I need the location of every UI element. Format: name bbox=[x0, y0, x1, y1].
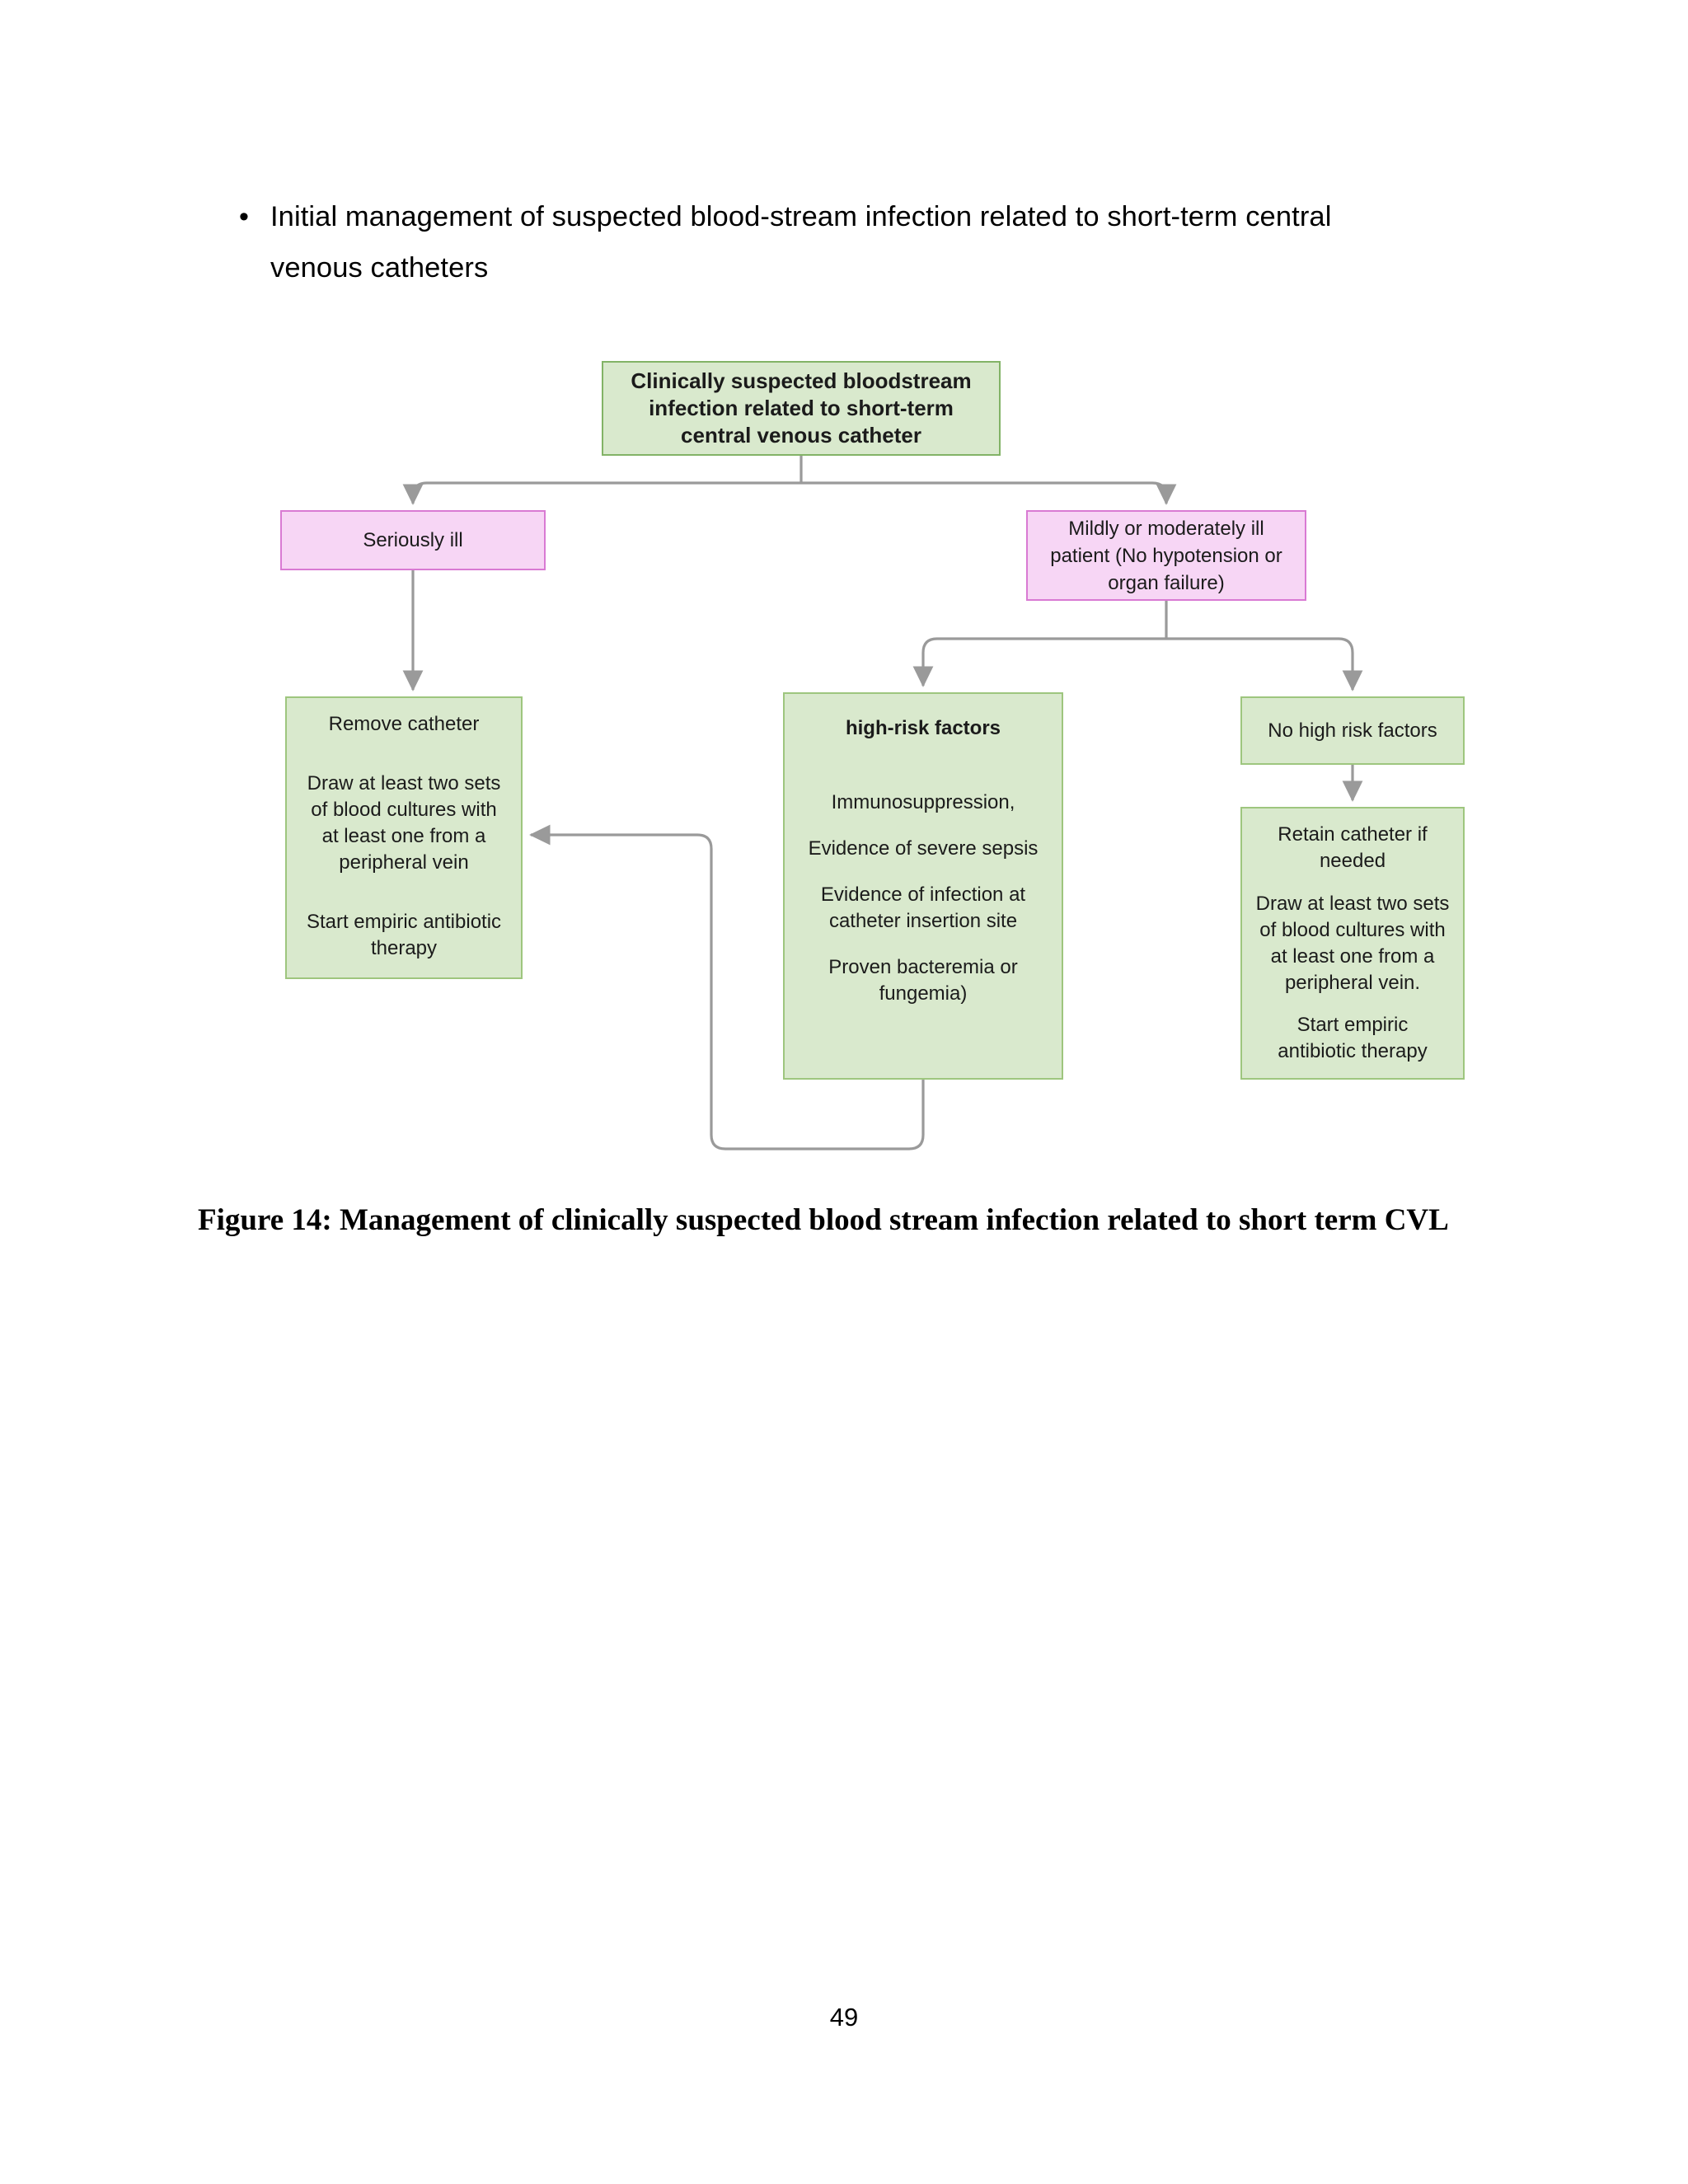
node-line: Mildly or moderately ill bbox=[1068, 517, 1264, 540]
node-line: antibiotic therapy bbox=[1278, 1040, 1428, 1062]
node-no-high-risk-factors[interactable]: No high risk factors bbox=[1240, 696, 1465, 765]
node-line: peripheral vein bbox=[339, 851, 469, 874]
node-line: Seriously ill bbox=[363, 528, 463, 551]
node-line: peripheral vein. bbox=[1284, 971, 1421, 994]
edge-root-to-seriously-ill bbox=[402, 481, 801, 505]
node-line: Proven bacteremia or bbox=[828, 956, 1018, 978]
node-line: organ failure) bbox=[1108, 571, 1225, 594]
node-line: therapy bbox=[370, 937, 438, 959]
node-seriously-ill[interactable]: Seriously ill bbox=[280, 510, 546, 570]
node-line: Start empiric antibiotic bbox=[306, 911, 502, 933]
node-line: Evidence of infection at bbox=[820, 883, 1026, 906]
node-heading: high-risk factors bbox=[845, 717, 1001, 739]
bullet-text: Initial management of suspected blood-st… bbox=[270, 201, 1332, 284]
edge-high-risk-to-remove-catheter-loopback bbox=[529, 824, 925, 1151]
page-number: 49 bbox=[829, 2003, 859, 2032]
node-line: Draw at least two sets bbox=[307, 772, 501, 794]
node-line: Draw at least two sets bbox=[1255, 892, 1450, 915]
node-line: of blood cultures with bbox=[311, 799, 497, 821]
node-line: Retain catheter if bbox=[1278, 823, 1428, 846]
node-remove-catheter[interactable]: Remove catheter Draw at least two sets o… bbox=[285, 696, 523, 979]
flowchart-figure: Clinically suspected bloodstream infecti… bbox=[0, 321, 1688, 1170]
node-line: Evidence of severe sepsis bbox=[808, 837, 1039, 860]
figure-caption: Figure 14: Management of clinically susp… bbox=[198, 1203, 1449, 1237]
edge-mildly-ill-to-high-risk bbox=[912, 637, 1166, 687]
node-line: needed bbox=[1319, 850, 1386, 872]
node-line: Immunosuppression, bbox=[831, 791, 1015, 813]
node-line: infection related to short-term bbox=[649, 396, 954, 420]
flowchart-connectors bbox=[402, 456, 1363, 1151]
node-line: Clinically suspected bloodstream bbox=[631, 368, 972, 393]
node-line: catheter insertion site bbox=[828, 910, 1018, 932]
node-retain-catheter-if-needed[interactable]: Retain catheter if needed Draw at least … bbox=[1240, 807, 1465, 1080]
node-line: of blood cultures with bbox=[1259, 918, 1446, 941]
node-line: fungemia) bbox=[879, 982, 968, 1005]
edge-mildly-ill-to-no-high-risk bbox=[1166, 637, 1363, 691]
node-line: Start empiric bbox=[1296, 1014, 1409, 1036]
edge-root-to-mildly-ill bbox=[801, 481, 1177, 505]
bullet-marker-icon: • bbox=[239, 201, 249, 232]
node-line: patient (No hypotension or bbox=[1050, 544, 1282, 567]
node-line: central venous catheter bbox=[681, 423, 921, 448]
node-line: at least one from a bbox=[1270, 944, 1435, 968]
node-clinically-suspected-bloodstream-infection[interactable]: Clinically suspected bloodstream infecti… bbox=[602, 361, 1001, 456]
node-mildly-or-moderately-ill-patient[interactable]: Mildly or moderately ill patient (No hyp… bbox=[1026, 510, 1306, 601]
node-line: No high risk factors bbox=[1268, 719, 1437, 742]
node-line: at least one from a bbox=[321, 825, 486, 847]
node-high-risk-factors[interactable]: high-risk factors Immunosuppression, Evi… bbox=[783, 692, 1063, 1080]
bullet-paragraph: • Initial management of suspected blood-… bbox=[239, 191, 1418, 293]
node-line: Remove catheter bbox=[328, 713, 480, 735]
